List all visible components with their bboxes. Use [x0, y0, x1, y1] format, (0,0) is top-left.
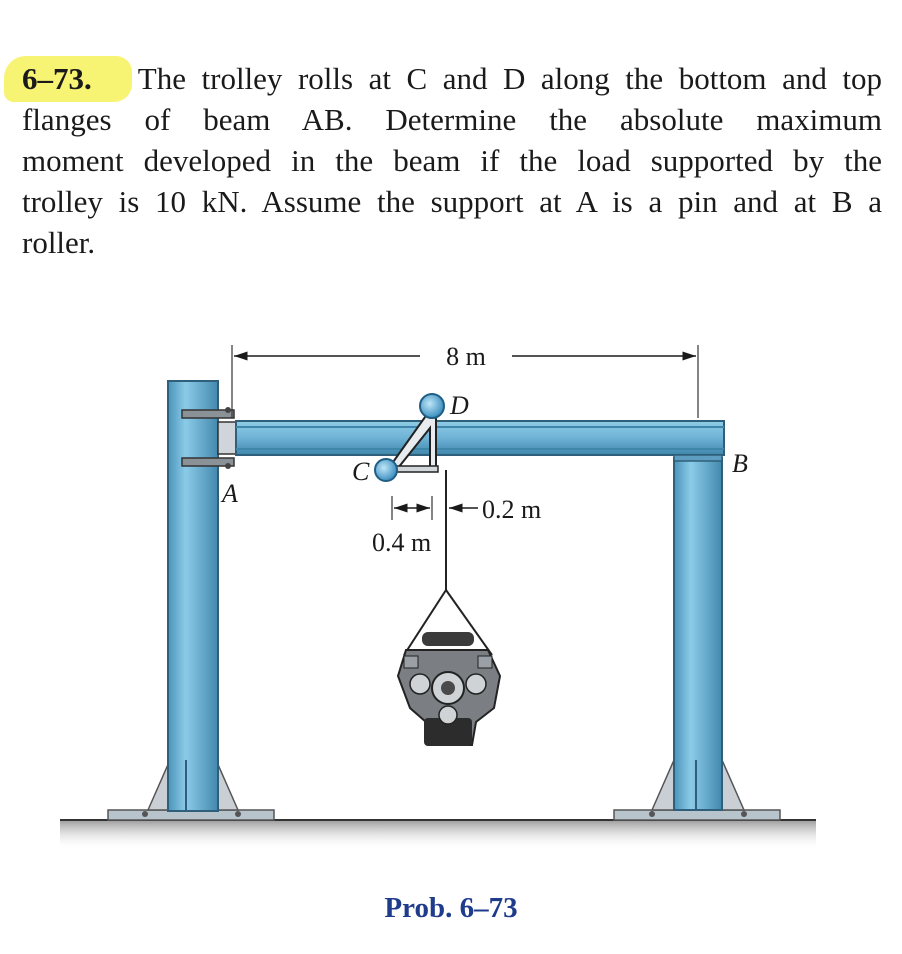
label-0-4m: 0.4 m	[372, 528, 431, 557]
pin-support-a	[181, 407, 237, 469]
label-c: C	[352, 457, 370, 486]
problem-statement: 6–73. The trolley rolls at C and D along…	[22, 58, 882, 263]
dimension-offsets: 0.2 m 0.4 m	[372, 495, 541, 557]
dimension-8m: 8 m	[231, 342, 699, 418]
cable	[403, 470, 493, 656]
wheel-c	[374, 458, 398, 482]
beam-ab	[235, 420, 725, 456]
highlight-marker	[4, 56, 132, 102]
left-column	[107, 380, 275, 821]
label-8m: 8 m	[446, 342, 486, 371]
wheel-d	[419, 393, 445, 419]
engine-load	[396, 632, 502, 746]
figure-caption: Prob. 6–73	[384, 892, 518, 924]
problem-text-1: The trolley rolls at C and D along the b…	[137, 61, 882, 96]
problem-line-4: trolley is 10 kN. Assume the support at …	[22, 184, 882, 219]
label-0-2m: 0.2 m	[482, 495, 541, 524]
problem-line-2: flanges of beam AB. Determine the absolu…	[22, 102, 882, 137]
label-d: D	[449, 391, 469, 420]
ground	[60, 819, 816, 850]
problem-line-5: roller.	[22, 225, 96, 260]
trolley	[374, 393, 445, 482]
label-b: B	[732, 449, 748, 478]
right-column	[613, 454, 781, 821]
problem-number: 6–73.	[22, 61, 92, 96]
problem-line-1: 6–73. The trolley rolls at C and D along…	[22, 58, 882, 99]
label-a: A	[220, 479, 238, 508]
problem-line-3: moment developed in the beam if the load…	[22, 143, 882, 178]
